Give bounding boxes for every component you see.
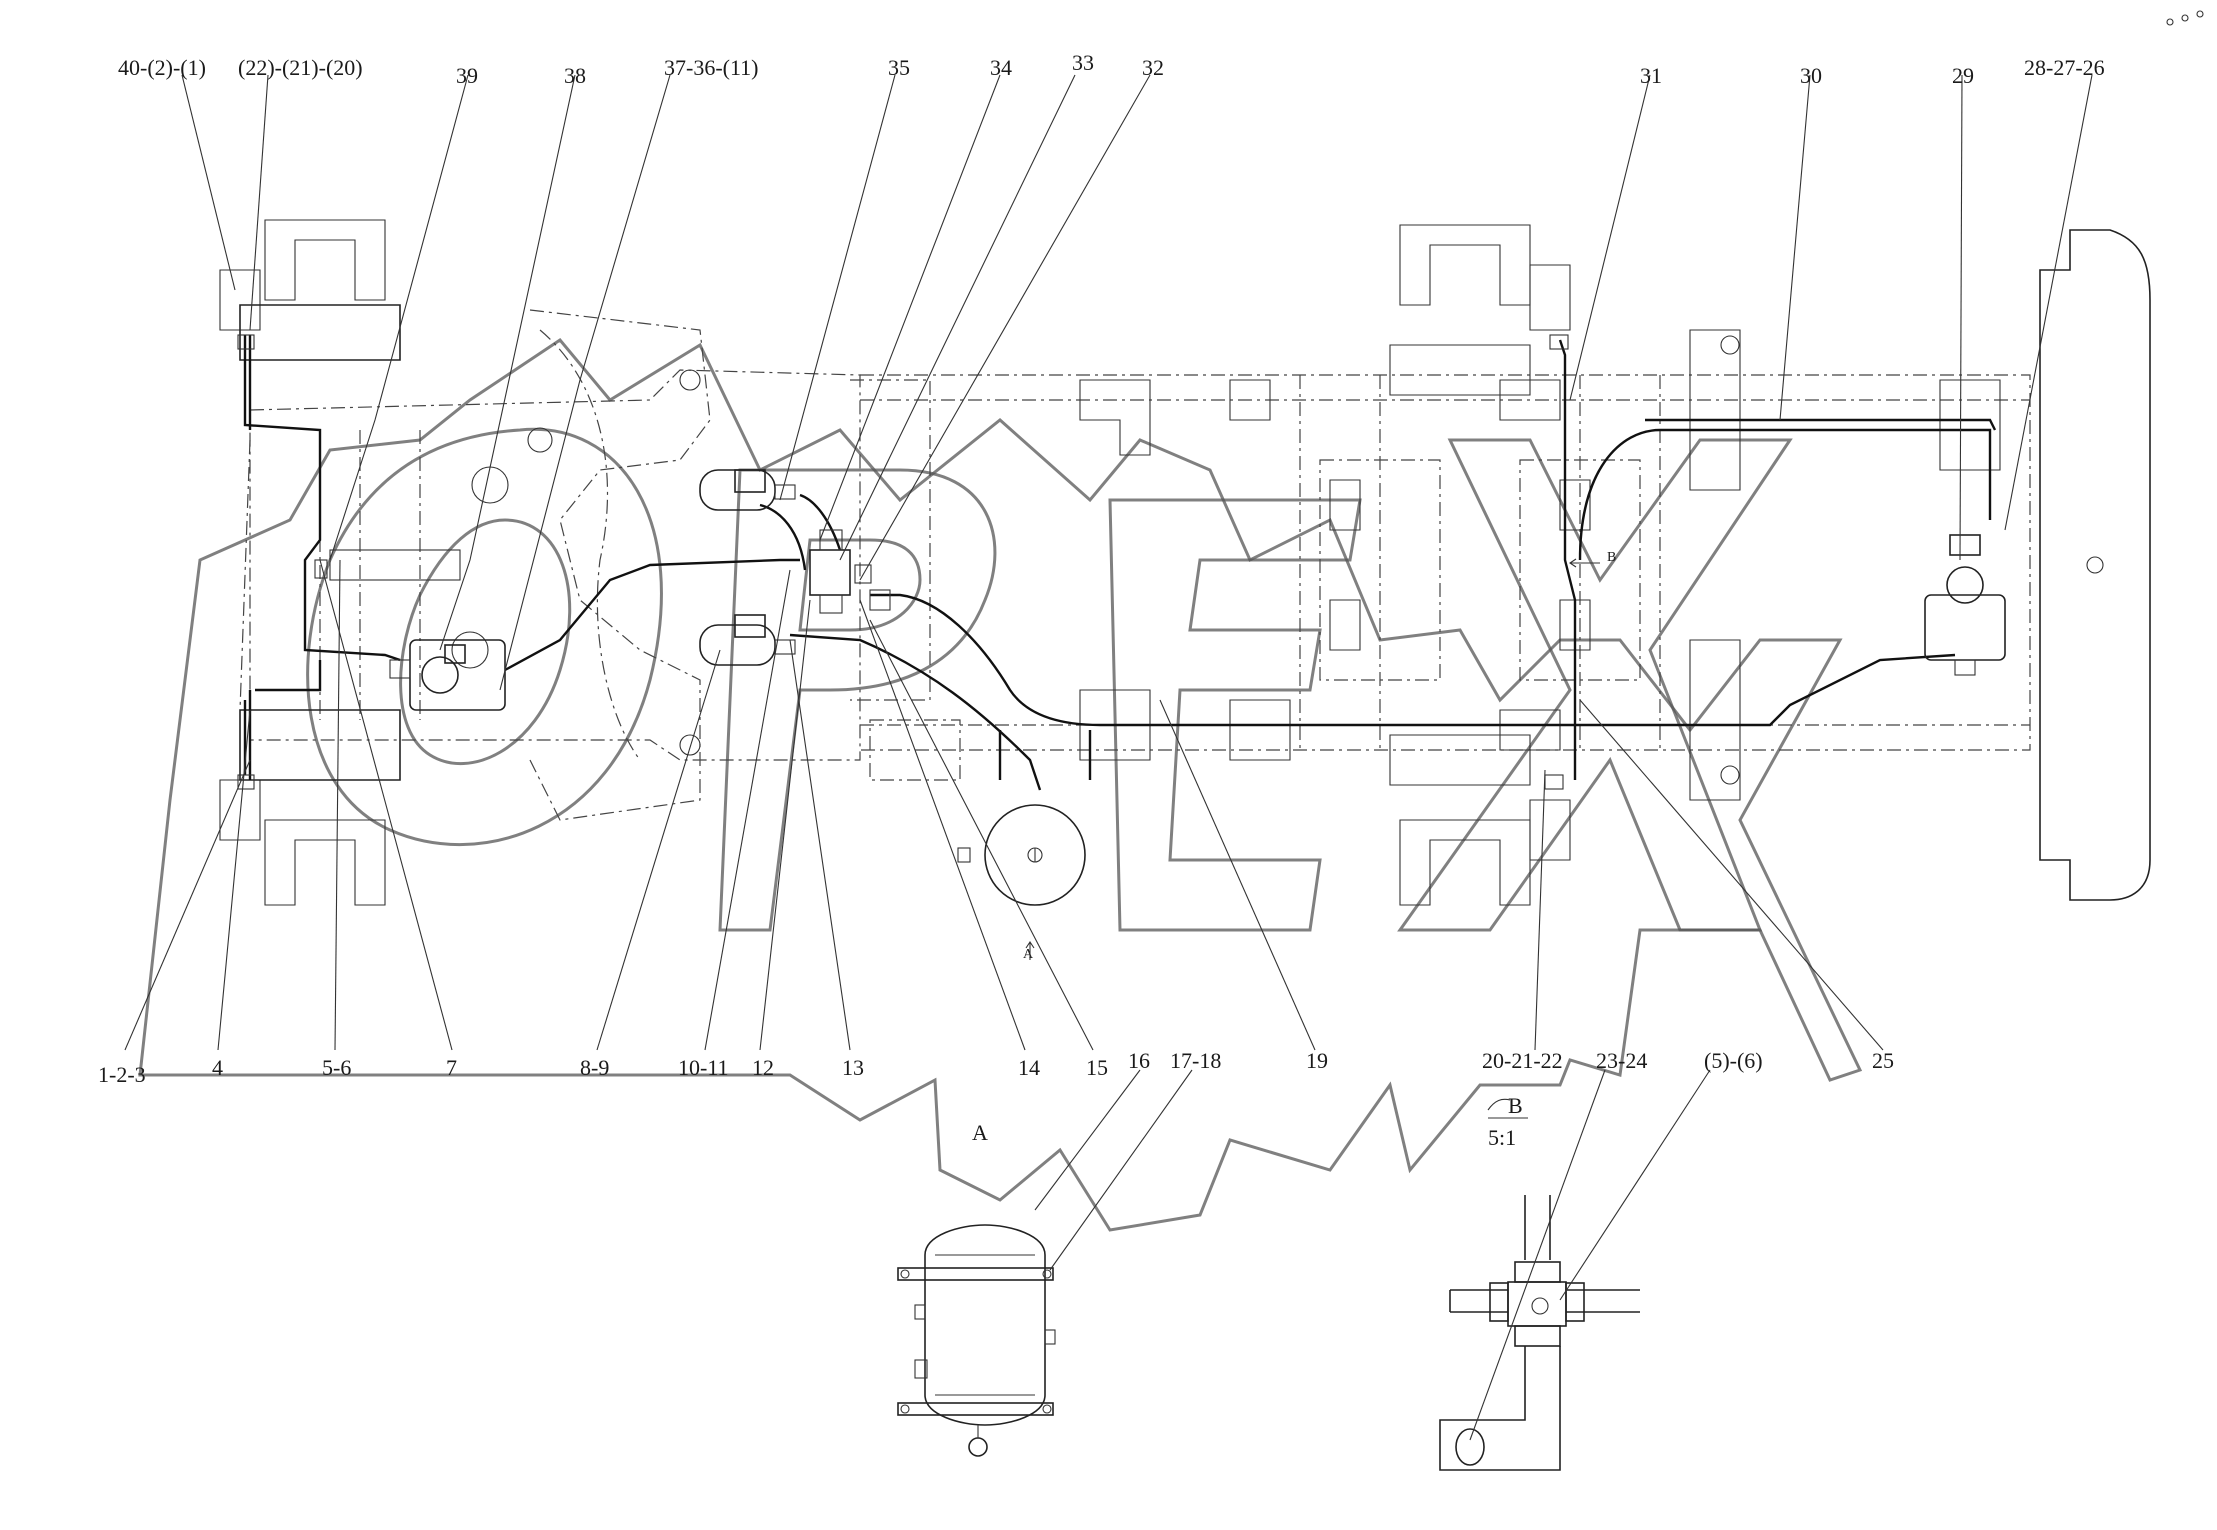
label-1-2-3: 1-2-3 [98,1062,146,1087]
part-labels-top: 40-(2)-(1) (22)-(21)-(20) 39 38 37-36-(1… [118,50,2105,88]
front-relay-valve [1924,534,2006,676]
label-17-18: 17-18 [1170,1048,1221,1073]
leader-lines [124,74,2093,1441]
watermark-letter-e [1108,498,1362,932]
label-22-21-20: (22)-(21)-(20) [238,55,363,80]
watermark-logo: A A [138,338,1863,1232]
label-25: 25 [1872,1048,1894,1073]
label-39: 39 [456,63,478,88]
label-31: 31 [1640,63,1662,88]
label-35: 35 [888,55,910,80]
part-labels-bottom: 1-2-3 4 5-6 7 8-9 10-11 12 13 14 15 16 1… [98,1048,1894,1087]
label-5-6-paren: (5)-(6) [1704,1048,1763,1073]
label-7: 7 [446,1055,457,1080]
air-pipe-network [243,335,1997,791]
label-34: 34 [990,55,1012,80]
detail-air-tank [897,1224,1056,1457]
label-12: 12 [752,1055,774,1080]
label-28-27-26: 28-27-26 [2024,55,2105,80]
label-13: 13 [842,1055,864,1080]
label-40-2-1: 40-(2)-(1) [118,55,206,80]
quick-release-valve [809,529,891,614]
label-37-36-11: 37-36-(11) [664,55,759,80]
label-29: 29 [1952,63,1974,88]
label-30: 30 [1800,63,1822,88]
air-reservoir [957,804,1086,906]
label-5-6: 5-6 [322,1055,351,1080]
front-bumper [2039,229,2151,901]
watermark-letter-o [306,427,663,847]
detail-b-fitting: B 5:1 B [1439,550,1640,1471]
label-38: 38 [564,63,586,88]
label-32: 32 [1142,55,1164,80]
label-15: 15 [1086,1055,1108,1080]
brake-chamber-upper [699,469,796,511]
detail-b-name: B [1508,1093,1523,1118]
view-a-label: A [972,1120,988,1145]
watermark-letter-x [1397,438,1793,932]
components [237,334,2006,906]
view-a-arrow-label: A [1023,947,1034,962]
label-8-9: 8-9 [580,1055,609,1080]
label-20-21-22: 20-21-22 [1482,1048,1563,1073]
label-16: 16 [1128,1048,1150,1073]
label-10-11: 10-11 [678,1055,729,1080]
view-b-marker: B [1607,550,1616,565]
label-33: 33 [1072,50,1094,75]
brake-chamber-lower [699,614,796,666]
label-19: 19 [1306,1048,1328,1073]
label-4: 4 [212,1055,223,1080]
label-14: 14 [1018,1055,1040,1080]
chassis-frame [219,219,2151,906]
corner-mark-icon [2166,10,2204,26]
rear-relay-valve [389,639,506,711]
label-23-24: 23-24 [1596,1048,1647,1073]
detail-b-scale: 5:1 [1488,1125,1516,1150]
